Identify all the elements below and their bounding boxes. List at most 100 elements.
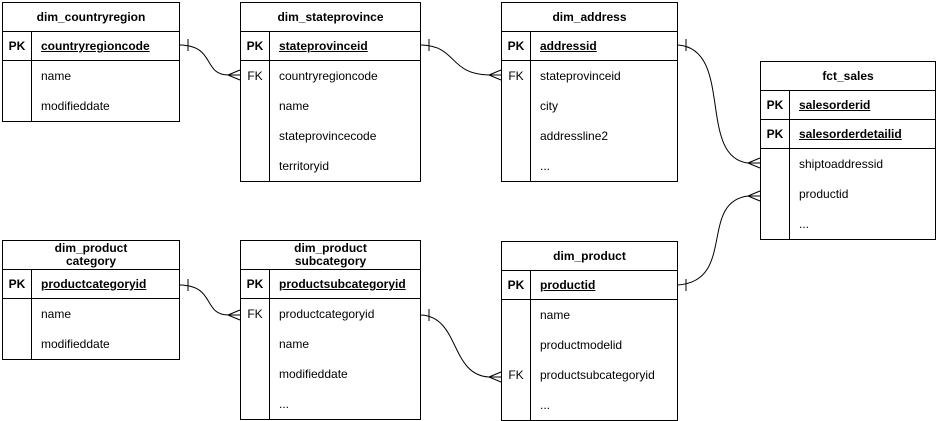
field-name: name	[279, 337, 310, 351]
table-row: FK countryregioncode	[241, 61, 420, 91]
key-badge	[502, 300, 531, 330]
connector-product-fctsales[interactable]	[677, 190, 761, 291]
fk-badge: FK	[241, 299, 270, 329]
table-title-line: dim_countryregion	[36, 9, 146, 24]
field-name: addressline2	[540, 129, 609, 143]
edge-line	[677, 195, 749, 286]
table-row: ...	[502, 390, 677, 420]
table-dim-productcategory[interactable]: dim_product category PK productcategoryi…	[2, 240, 180, 360]
field-name: stateprovincecode	[279, 129, 377, 143]
table-row: name	[241, 329, 420, 359]
key-badge	[502, 151, 531, 181]
edge-line	[179, 44, 229, 76]
table-row: ...	[241, 389, 420, 419]
key-badge	[241, 151, 270, 181]
field-name: productid	[799, 187, 849, 201]
pk-badge: PK	[502, 32, 531, 60]
field-name: addressid	[540, 39, 597, 53]
table-title-line: fct_sales	[822, 68, 874, 83]
table-row: PK productcategoryid	[3, 270, 179, 299]
field-name: modifieddate	[41, 99, 110, 113]
table-row: PK productsubcategoryid	[241, 270, 420, 299]
table-row: stateprovincecode	[241, 121, 420, 151]
table-dim-countryregion[interactable]: dim_countryregion PK countryregioncode n…	[2, 2, 180, 122]
key-badge	[3, 91, 32, 121]
pk-badge: PK	[241, 270, 270, 298]
table-title: dim_countryregion	[3, 3, 179, 32]
key-badge	[502, 91, 531, 121]
crows-foot	[227, 309, 241, 321]
table-row: modifieddate	[241, 359, 420, 389]
edge-line	[179, 284, 229, 316]
field-name: name	[540, 308, 571, 322]
fk-badge: FK	[241, 61, 270, 91]
field-name: name	[41, 69, 72, 83]
field-name: modifieddate	[41, 337, 110, 351]
table-fct-sales[interactable]: fct_sales PK salesorderid PK salesorderd…	[760, 61, 936, 240]
table-title-line: dim_product	[294, 241, 367, 255]
key-badge	[241, 359, 270, 389]
table-title-line: dim_stateprovince	[277, 9, 384, 24]
table-title-line: category	[65, 254, 117, 268]
pk-badge: PK	[761, 120, 790, 148]
field-name: countryregioncode	[41, 39, 150, 53]
table-row: FK productsubcategoryid	[502, 360, 677, 390]
pk-badge: PK	[502, 271, 531, 299]
key-badge	[761, 149, 790, 179]
table-row: name	[3, 61, 179, 91]
table-title: dim_product	[502, 242, 677, 271]
field-name: ...	[799, 217, 810, 231]
fk-badge: FK	[502, 61, 531, 91]
table-title-line: dim_product	[54, 241, 128, 255]
connector-productcategory-productsubcategory[interactable]	[179, 279, 241, 321]
field-name: ...	[540, 159, 551, 173]
field-name: city	[540, 99, 558, 113]
field-name: productmodelid	[540, 338, 623, 352]
table-row: PK countryregioncode	[3, 32, 179, 61]
table-row: modifieddate	[3, 329, 179, 359]
table-title-line: dim_address	[552, 9, 627, 24]
table-title-line: dim_product	[553, 248, 626, 263]
connector-address-fctsales[interactable]	[677, 39, 761, 169]
table-dim-address[interactable]: dim_address PK addressid FK stateprovinc…	[501, 2, 678, 182]
edge-line	[420, 314, 490, 378]
field-name: productsubcategoryid	[279, 277, 406, 291]
crows-foot	[747, 190, 761, 202]
table-row: FK productcategoryid	[241, 299, 420, 329]
table-row: territoryid	[241, 151, 420, 181]
field-name: salesorderid	[799, 98, 871, 112]
table-row: name	[502, 300, 677, 330]
table-row: shiptoaddressid	[761, 149, 935, 179]
table-row: ...	[502, 151, 677, 181]
table-row: productid	[761, 179, 935, 209]
table-title: dim_address	[502, 3, 677, 32]
table-dim-productsubcategory[interactable]: dim_product subcategory PK productsubcat…	[240, 240, 421, 420]
table-row: PK salesorderdetailid	[761, 120, 935, 149]
table-row: PK stateprovinceid	[241, 32, 420, 61]
table-title: dim_product subcategory	[241, 241, 420, 270]
table-dim-product[interactable]: dim_product PK productid name productmod…	[501, 241, 678, 421]
key-badge	[761, 179, 790, 209]
table-row: PK salesorderid	[761, 91, 935, 120]
connector-productsubcategory-product[interactable]	[420, 309, 502, 383]
table-row: PK productid	[502, 271, 677, 300]
table-row: ...	[761, 209, 935, 239]
key-badge	[502, 121, 531, 151]
connector-stateprovince-address[interactable]	[420, 39, 502, 81]
table-dim-stateprovince[interactable]: dim_stateprovince PK stateprovinceid FK …	[240, 2, 421, 182]
key-badge	[502, 390, 531, 420]
table-row: modifieddate	[3, 91, 179, 121]
table-row: FK stateprovinceid	[502, 61, 677, 91]
edge-line	[677, 44, 749, 164]
pk-badge: PK	[761, 91, 790, 119]
pk-badge: PK	[241, 32, 270, 60]
crows-foot	[488, 69, 502, 81]
field-name: stateprovinceid	[279, 39, 368, 53]
connector-countryregion-stateprovince[interactable]	[179, 39, 241, 81]
table-row: PK addressid	[502, 32, 677, 61]
crows-foot	[488, 371, 502, 383]
fk-badge: FK	[502, 360, 531, 390]
key-badge	[3, 299, 32, 329]
crows-foot	[747, 157, 761, 169]
